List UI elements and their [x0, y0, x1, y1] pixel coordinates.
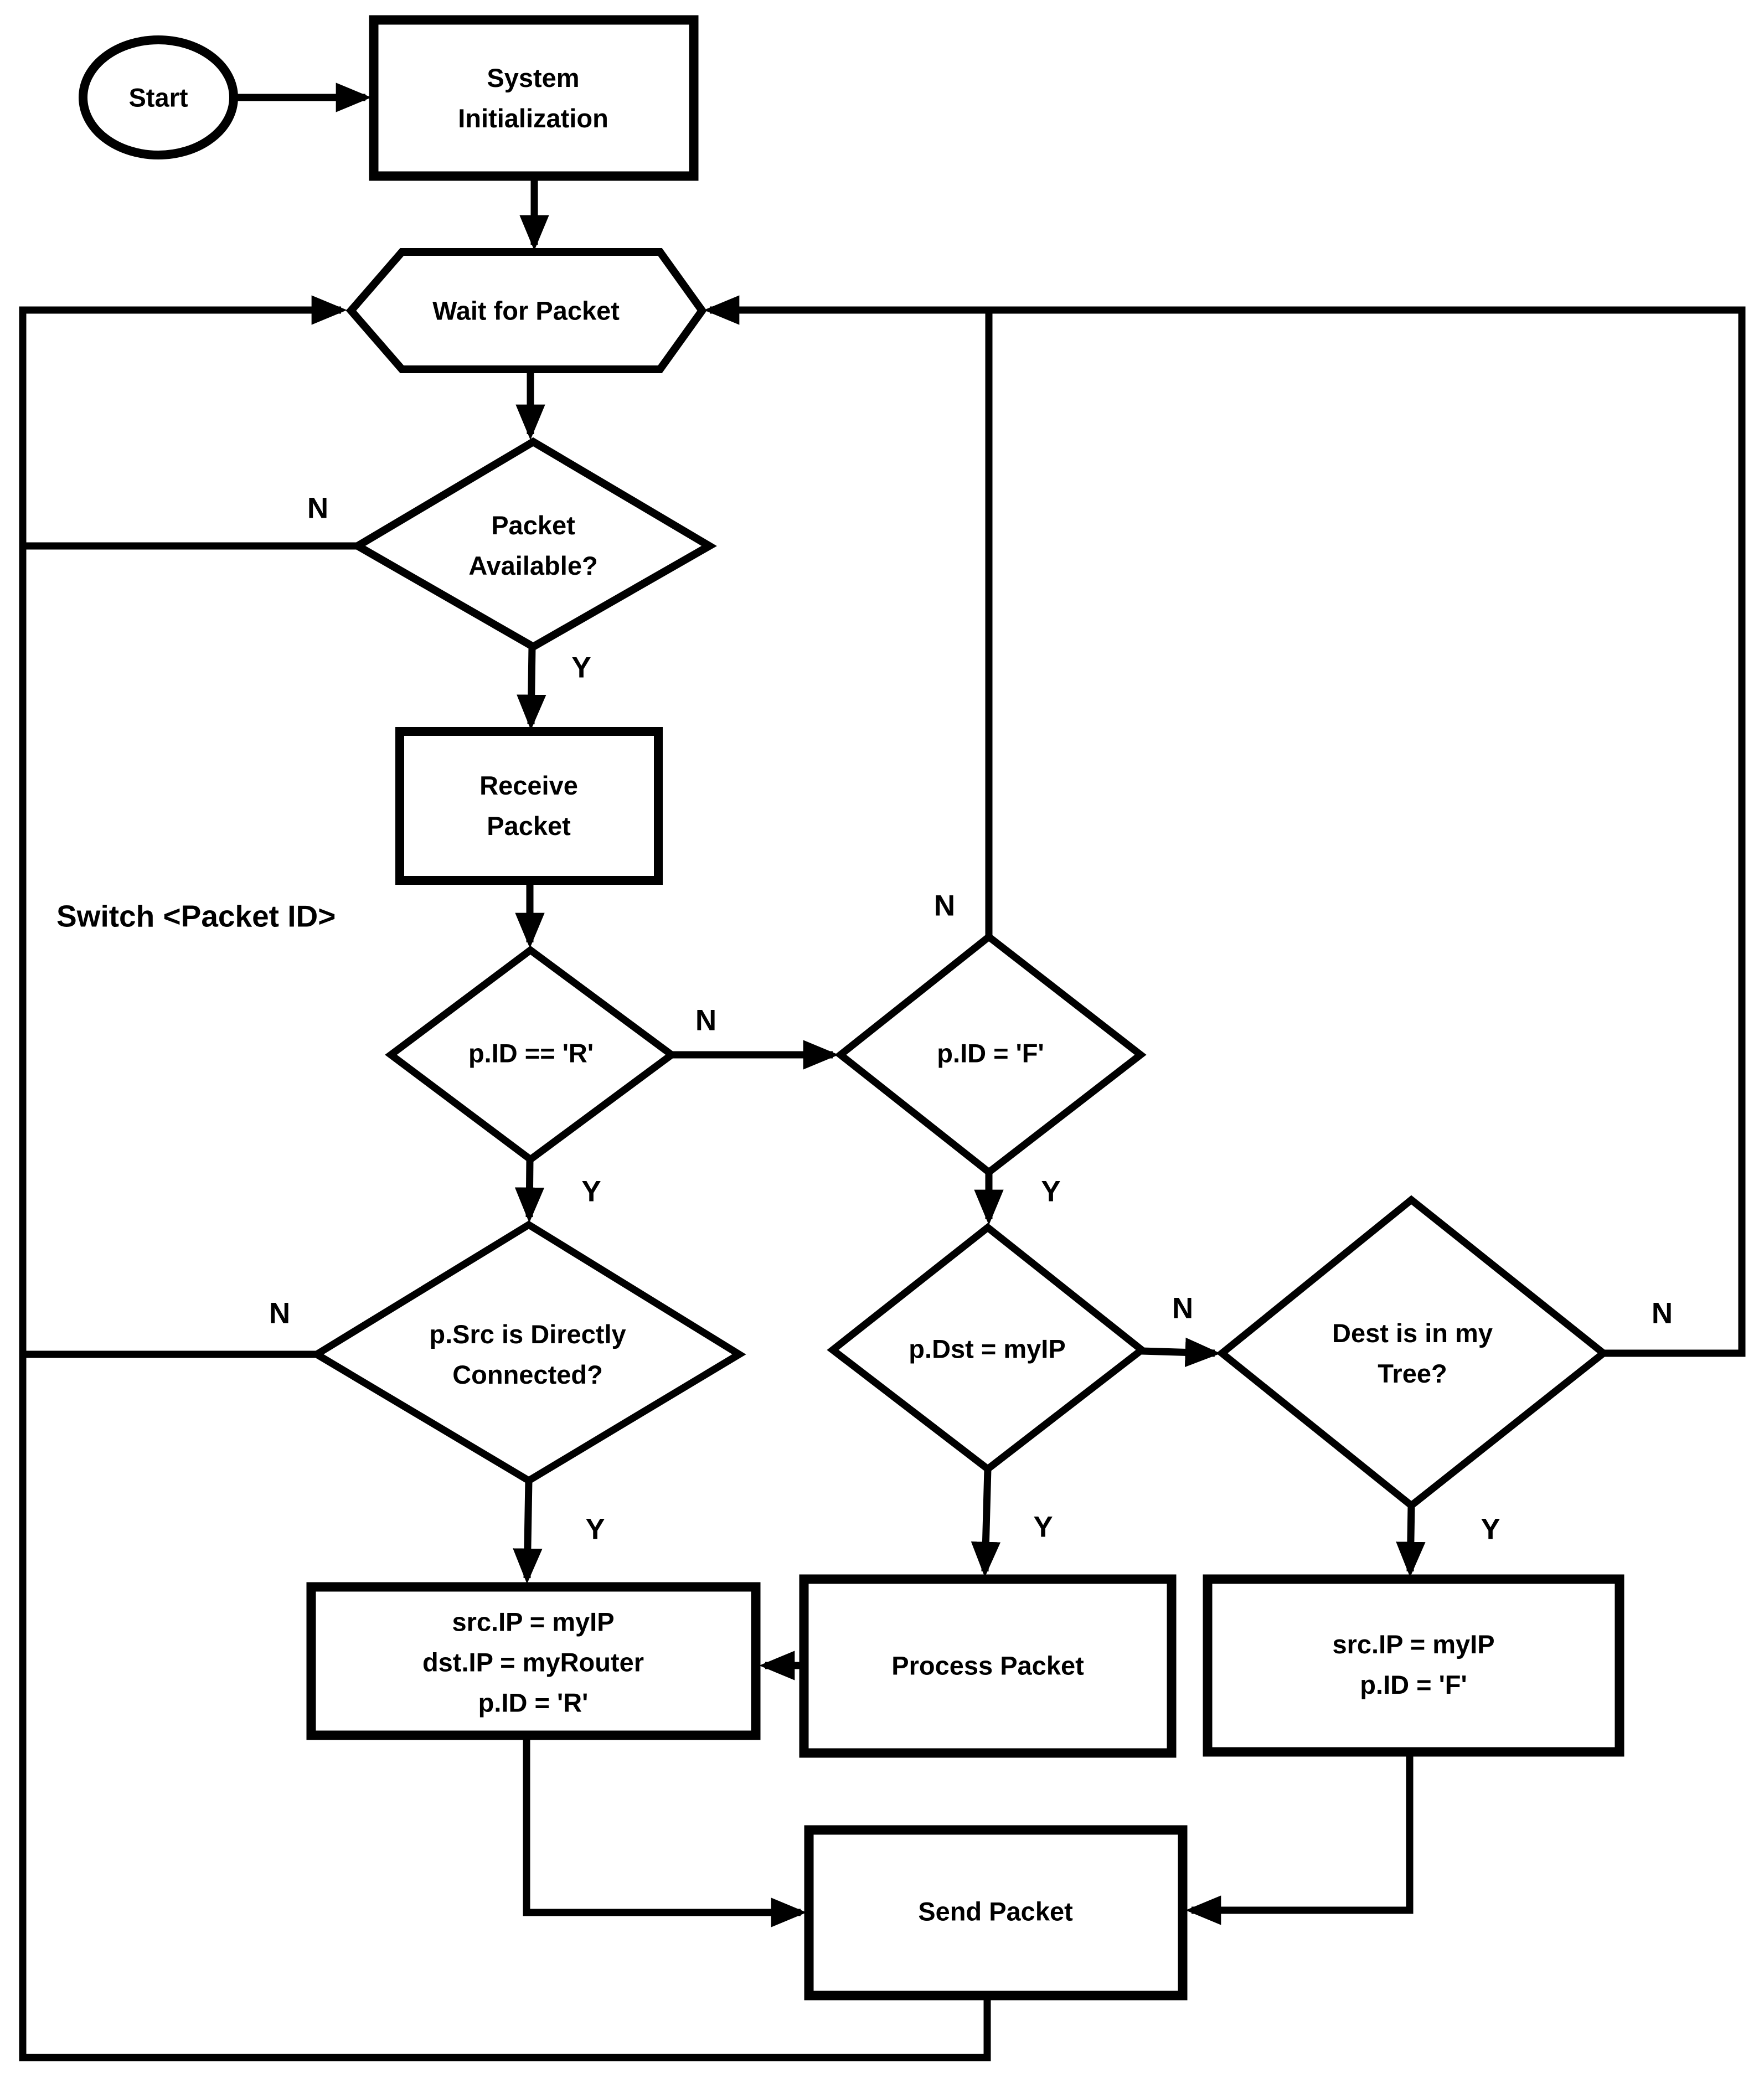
set-router-fields-label: src.IP = myIP dst.IP = myRouter p.ID = '… [422, 1602, 644, 1723]
start-label: Start [128, 78, 188, 118]
process-packet-shape [799, 1574, 1177, 1758]
receive-packet-label: Receive Packet [479, 765, 578, 846]
edge-label-psrc-no: N [269, 1297, 291, 1330]
set-forward-fields-line1: src.IP = myIP [1332, 1630, 1495, 1659]
wait-for-packet-shape [345, 248, 707, 373]
edge-label-dest-yes: Y [1481, 1513, 1500, 1546]
dest-in-my-tree-label: Dest is in my Tree? [1332, 1313, 1493, 1394]
edge-dest-yes-to-forward-fields [1396, 1505, 1426, 1577]
edge-dest-no-loop-to-wait [704, 295, 1746, 1357]
send-packet-text: Send Packet [918, 1896, 1073, 1926]
set-router-fields-line3: p.ID = 'R' [478, 1688, 589, 1718]
edge-label-pdst-yes: Y [1033, 1510, 1053, 1544]
set-forward-fields-label: src.IP = myIP p.ID = 'F' [1332, 1624, 1494, 1705]
system-initialization-line2: Initialization [458, 104, 608, 133]
dest-tree-line2: Tree? [1378, 1359, 1447, 1388]
receive-packet-shape [395, 727, 663, 885]
edge-pid-r-yes-to-psrc [514, 1159, 545, 1223]
pid-equals-r-label: p.ID == 'R' [468, 1033, 594, 1074]
edge-label-pid-r-no: N [695, 1004, 717, 1037]
send-packet-shape [804, 1825, 1188, 2000]
edge-forward-fields-to-send [1185, 1752, 1414, 1925]
system-initialization-label: System Initialization [458, 58, 608, 138]
set-router-fields-shape [306, 1582, 761, 1740]
pid-equals-r-shape [385, 945, 678, 1164]
edge-label-available-no: N [307, 492, 329, 525]
packet-available-line1: Packet [491, 511, 575, 540]
edge-label-pdst-no: N [1172, 1292, 1194, 1325]
pid-equals-f-label: p.ID = 'F' [937, 1033, 1044, 1074]
packet-available-line2: Available? [468, 551, 598, 580]
edge-router-fields-to-send [523, 1736, 807, 1927]
wait-for-packet-text: Wait for Packet [432, 296, 620, 326]
process-packet-text: Process Packet [891, 1651, 1084, 1680]
edge-pdst-yes-to-process [971, 1468, 1001, 1577]
edge-send-loop-to-wait [19, 295, 991, 2061]
edge-psrc-yes-to-router-fields [513, 1480, 543, 1584]
set-forward-fields-line2: p.ID = 'F' [1360, 1670, 1467, 1699]
system-initialization-line1: System [487, 63, 580, 92]
switch-packet-id-annotation: Switch <Packet ID> [56, 899, 336, 934]
send-packet-label: Send Packet [918, 1891, 1073, 1932]
dest-tree-line1: Dest is in my [1332, 1318, 1493, 1348]
dest-in-my-tree-shape [1216, 1195, 1610, 1510]
psrc-directly-connected-label: p.Src is Directly Connected? [429, 1314, 626, 1395]
set-router-fields-line2: dst.IP = myRouter [422, 1647, 644, 1677]
set-router-fields-line1: src.IP = myIP [452, 1607, 615, 1637]
receive-packet-line1: Receive [479, 771, 578, 800]
pid-equals-r-text: p.ID == 'R' [468, 1038, 594, 1068]
edge-label-pid-f-no: N [933, 889, 956, 922]
system-initialization-shape [369, 15, 699, 181]
edge-label-psrc-yes: Y [585, 1513, 605, 1546]
pdst-equals-myip-label: p.Dst = myIP [909, 1329, 1065, 1369]
receive-packet-line2: Packet [487, 811, 571, 841]
start-text: Start [128, 83, 188, 112]
packet-available-shape [350, 437, 717, 652]
psrc-line2: Connected? [452, 1360, 603, 1389]
edge-available-yes-to-receive [517, 646, 546, 730]
pdst-equals-myip-text: p.Dst = myIP [909, 1334, 1066, 1364]
edge-label-pid-f-yes: Y [1041, 1175, 1061, 1208]
pdst-equals-myip-shape [827, 1223, 1148, 1474]
set-forward-fields-shape [1203, 1574, 1624, 1757]
process-packet-label: Process Packet [891, 1646, 1084, 1686]
psrc-line1: p.Src is Directly [429, 1319, 626, 1349]
pid-equals-f-shape [834, 932, 1147, 1177]
start-terminator-shape [79, 35, 238, 159]
edge-label-available-yes: Y [571, 651, 591, 684]
edge-pdst-no-to-dest-tree [1141, 1337, 1221, 1368]
edge-label-dest-no: N [1651, 1297, 1673, 1330]
psrc-directly-connected-shape [310, 1220, 746, 1485]
pid-equals-f-text: p.ID = 'F' [937, 1038, 1044, 1068]
packet-available-label: Packet Available? [468, 505, 597, 586]
edge-label-pid-r-yes: Y [581, 1175, 601, 1208]
wait-for-packet-label: Wait for Packet [432, 291, 620, 331]
